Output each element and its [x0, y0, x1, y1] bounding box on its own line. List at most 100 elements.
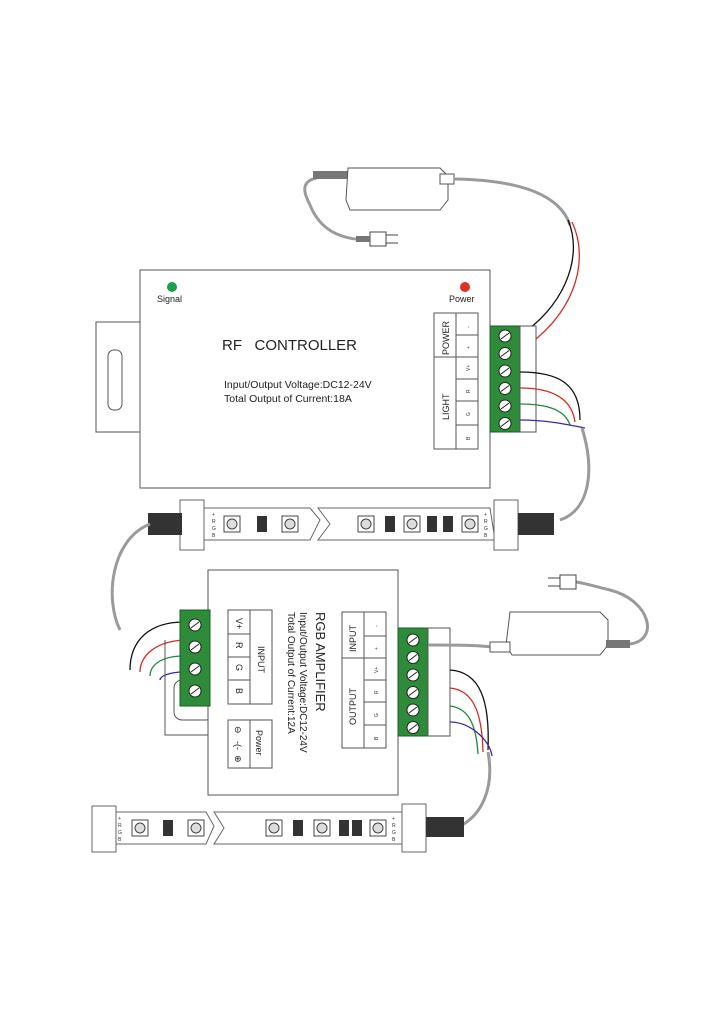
controller-screw-slot-4: [500, 402, 510, 410]
strip1-resistor-0: [257, 516, 267, 532]
strip1-left-pin-label-3: B: [212, 533, 216, 539]
ac-plug-bottom: [548, 574, 577, 590]
controller-screw-slot-1: [500, 350, 510, 357]
amp-in-pin-b: B: [234, 688, 244, 694]
strip2-resistor-1: [293, 820, 303, 836]
signal-led: [167, 282, 177, 292]
strip1-left-connector: [148, 513, 182, 535]
amp-in-pin-r: R: [234, 642, 244, 649]
led-strip-2: [91, 803, 427, 853]
amplifier-output-table: INPUT OUTPUT - + V+ R G B: [341, 611, 387, 749]
amp-out-pin-r: R: [374, 690, 380, 694]
controller-terminal-block: [489, 325, 537, 433]
adapter2-body: [505, 611, 609, 656]
strip1-led-lens-3: [406, 518, 418, 530]
signal-label: Signal: [157, 294, 182, 304]
amp-power-label: Power: [254, 730, 264, 756]
led-strip-1: [179, 499, 519, 551]
strip2-right-pin-label-3: B: [392, 837, 396, 843]
strip1-resistor-3: [443, 516, 453, 532]
amp-output-screw-slot-3: [408, 689, 418, 696]
strip2-led-lens-1: [190, 822, 202, 834]
amp-output-label: OUTPUT: [348, 688, 358, 726]
strip2-resistor-2: [339, 820, 349, 836]
strip2-left-pin-label-3: B: [118, 837, 122, 843]
adapter-dc-plug: [313, 171, 353, 179]
amp-input-screw-slot-0: [190, 621, 200, 629]
controller-pin-table: POWER LIGHT - + V+ R G B: [433, 312, 479, 450]
amplifier-power-table: Power ⊖ -(- ⊕: [227, 719, 273, 769]
pin-label-neg: -: [466, 326, 472, 328]
controller-title: RF CONTROLLER: [222, 337, 357, 354]
controller-voltage: Input/Output Voltage:DC12-24V: [224, 379, 372, 391]
strip1-led-lens-0: [226, 518, 238, 530]
amp-output-screw-slot-2: [408, 671, 418, 679]
amp-power-neg: ⊖: [233, 726, 243, 734]
controller-screw-slot-3: [500, 385, 510, 392]
strip1-resistor-1: [385, 516, 395, 532]
amplifier-input-table: V+ R G B INPUT: [227, 609, 273, 705]
amp-power-symbol: -(-: [233, 741, 243, 750]
strip2-left-pin-label-1: R: [118, 823, 122, 829]
controller-body: [139, 269, 491, 489]
rf-controller: Signal Power RF CONTROLLER Input/Output …: [95, 269, 537, 489]
controller-screw-slot-5: [500, 420, 510, 427]
amp-input-screw-slot-2: [190, 665, 200, 673]
strip2-led-lens-0: [134, 822, 146, 834]
strip1-right-connector: [518, 513, 554, 535]
pin-label-pos: +: [466, 346, 472, 349]
pin-label-vplus: V+: [466, 365, 472, 371]
power-group-label: POWER: [441, 320, 451, 355]
strip1-led-lens-1: [284, 518, 296, 530]
strip2-right-pin-label-1: R: [392, 823, 396, 829]
amp-output-screw-slot-5: [408, 724, 418, 731]
strip1-left-pin-label-1: R: [212, 519, 216, 525]
strip2-left-pin-label-0: +: [118, 816, 121, 822]
amp-output-screw-slot-0: [408, 636, 418, 644]
strip1-right-pin-label-3: B: [484, 533, 488, 539]
amplifier-input-terminal: [179, 609, 211, 707]
amp-output-screw-slot-4: [408, 706, 418, 714]
strip2-led-lens-4: [372, 822, 384, 834]
rgb-amplifier: V+ R G B INPUT Power ⊖ -(- ⊕ RGB AMPLIFI…: [164, 569, 451, 796]
amp-out-pin-g: G: [374, 713, 380, 717]
power-led: [460, 282, 470, 292]
strip1-left-pin-label-2: G: [212, 526, 216, 532]
amplifier-current: Total Output of Current:12A: [285, 612, 296, 734]
amp-in-pin-g: G: [234, 664, 244, 671]
controller-screw-slot-0: [500, 332, 510, 340]
strip2-resistor-3: [352, 820, 362, 836]
power-label: Power: [449, 294, 475, 304]
amp-out-pin-pos: +: [374, 647, 380, 650]
power-adapter-bottom: [427, 574, 649, 656]
amplifier-voltage: Input/Output Voltage:DC12-24V: [297, 612, 308, 753]
amp-input-screw-slot-1: [190, 643, 200, 651]
amp-input-screw-slot-3: [190, 687, 200, 695]
pin-label-r: R: [466, 389, 472, 393]
strip2-led-lens-3: [316, 822, 328, 834]
ac-plug-top: [356, 231, 398, 247]
strip1-left-pin-label-0: +: [212, 512, 215, 518]
amp-out-pin-vplus: V+: [374, 667, 380, 673]
pin-label-b: B: [466, 436, 472, 440]
strip2-right-pin-label-0: +: [392, 816, 395, 822]
power-adapter-top: [303, 167, 572, 247]
strip1-led-lens-4: [464, 518, 476, 530]
light-group-label: LIGHT: [441, 393, 451, 420]
pin-label-g: G: [466, 412, 472, 416]
amp-output-screw-slot-1: [408, 654, 418, 661]
strip1-right-pin-label-1: R: [484, 519, 488, 525]
strip2-right-connector: [426, 817, 464, 837]
adapter-body: [345, 167, 449, 211]
strip2-left-pin-label-2: G: [118, 830, 122, 836]
strip2-right-pin-label-2: G: [392, 830, 396, 836]
strip1-led-lens-2: [360, 518, 372, 530]
strip2-resistor-0: [163, 820, 173, 836]
amplifier-output-terminal: [397, 627, 451, 737]
strip1-resistor-2: [427, 516, 437, 532]
amp-in-pin-vplus: V+: [234, 618, 244, 629]
amp-out-pin-neg: -: [374, 625, 380, 627]
amp-input-label: INPUT: [256, 646, 266, 674]
strip2-led-lens-2: [268, 822, 280, 834]
